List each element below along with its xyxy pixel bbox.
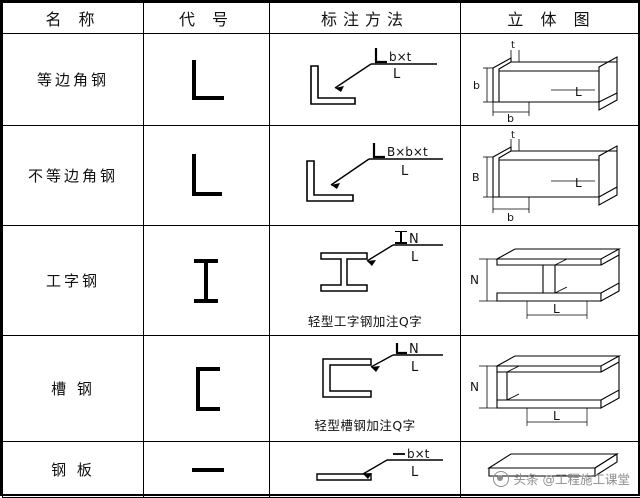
svg-text:t: t	[511, 40, 515, 51]
svg-text:N: N	[470, 380, 479, 394]
equal-angle-marking: b×t L	[275, 38, 455, 122]
svg-text:b: b	[507, 211, 514, 221]
channel-marking: N L	[275, 343, 455, 413]
cell-name: 钢 板	[3, 442, 144, 498]
cell-isometric: N L	[461, 336, 640, 442]
i-beam-isometric: N L	[467, 231, 637, 331]
cell-name: 等边角钢	[3, 34, 144, 126]
svg-text:b×t: b×t	[407, 447, 430, 461]
svg-text:N: N	[470, 273, 479, 287]
column-header-marking: 标注方法	[270, 3, 461, 34]
cell-marking: N L 轻型工字钢加注Q字	[270, 226, 461, 336]
svg-text:L: L	[411, 360, 419, 375]
cell-symbol	[144, 34, 270, 126]
cell-isometric: N L	[461, 226, 640, 336]
plate-marking: b×t L	[275, 444, 455, 496]
svg-text:N: N	[409, 343, 419, 357]
svg-text:b: b	[507, 112, 514, 122]
watermark: 头条 @工程施工课堂	[493, 469, 630, 488]
unequal-angle-marking: B×b×t L	[275, 131, 455, 221]
channel-isometric: N L	[467, 340, 637, 438]
cell-marking: B×b×t L	[270, 126, 461, 226]
cell-name: 不等边角钢	[3, 126, 144, 226]
i-beam-symbol	[172, 249, 242, 313]
cell-symbol	[144, 336, 270, 442]
plate-symbol	[172, 452, 242, 488]
svg-text:b×t: b×t	[389, 50, 412, 64]
marking-note: 轻型槽钢加注Q字	[314, 415, 415, 434]
table-header-row: 名 称 代 号 标注方法 立 体 图	[3, 3, 640, 34]
svg-text:L: L	[575, 85, 582, 99]
watermark-text: 头条 @工程施工课堂	[514, 469, 630, 488]
cell-name: 工字钢	[3, 226, 144, 336]
cell-isometric: t b b L	[461, 34, 640, 126]
svg-text:L: L	[553, 409, 560, 423]
table-row: 不等边角钢 B×b×t	[3, 126, 640, 226]
equal-angle-symbol	[172, 50, 242, 110]
toutiao-logo-icon	[493, 471, 509, 487]
svg-text:b: b	[473, 79, 480, 92]
cell-isometric: t B b L	[461, 126, 640, 226]
equal-angle-isometric: t b b L	[467, 38, 637, 122]
column-header-isometric: 立 体 图	[461, 3, 640, 34]
svg-text:L: L	[401, 164, 409, 179]
svg-text:B: B	[472, 171, 480, 184]
unequal-angle-symbol	[172, 144, 242, 208]
cell-symbol	[144, 226, 270, 336]
svg-text:t: t	[511, 131, 515, 141]
cell-marking: b×t L	[270, 34, 461, 126]
table-row: 槽 钢	[3, 336, 640, 442]
cell-symbol	[144, 442, 270, 498]
svg-text:B×b×t: B×b×t	[387, 145, 428, 159]
svg-text:L: L	[411, 465, 419, 480]
unequal-angle-isometric: t B b L	[467, 131, 637, 221]
svg-text:N: N	[409, 232, 419, 247]
column-header-name: 名 称	[3, 3, 144, 34]
svg-text:L: L	[553, 302, 560, 316]
channel-symbol	[172, 357, 242, 421]
table-row: 等边角钢	[3, 34, 640, 126]
cell-marking: b×t L	[270, 442, 461, 498]
table-row: 工字钢	[3, 226, 640, 336]
svg-text:L: L	[393, 67, 401, 82]
i-beam-marking: N L	[275, 231, 455, 309]
column-header-symbol: 代 号	[144, 3, 270, 34]
marking-note: 轻型工字钢加注Q字	[308, 311, 422, 330]
svg-text:L: L	[575, 176, 582, 190]
cell-name: 槽 钢	[3, 336, 144, 442]
cell-symbol	[144, 126, 270, 226]
cell-marking: N L 轻型槽钢加注Q字	[270, 336, 461, 442]
svg-text:L: L	[411, 250, 419, 265]
